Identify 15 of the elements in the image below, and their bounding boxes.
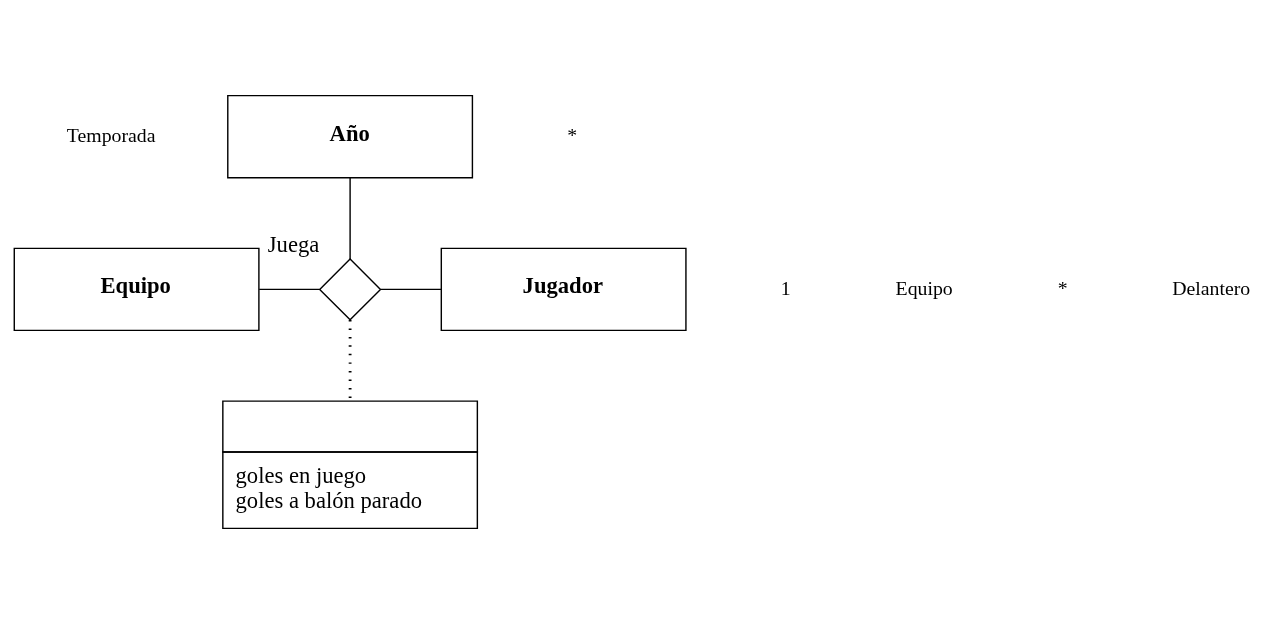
connector [379,288,442,291]
label: * [567,123,578,146]
node-box: Equipo [13,247,260,332]
connector [348,320,352,401]
node-label: Juega [267,231,320,257]
node-box: Jugador [440,247,687,332]
label: Temporada [66,123,156,146]
node-box: Año [227,94,474,179]
label: Equipo [895,276,953,299]
node-diamond [318,257,382,321]
label: Delantero [1172,276,1251,299]
connector [258,288,321,291]
label: 1 [780,276,791,299]
connector [349,177,351,260]
label: * [1057,276,1068,299]
